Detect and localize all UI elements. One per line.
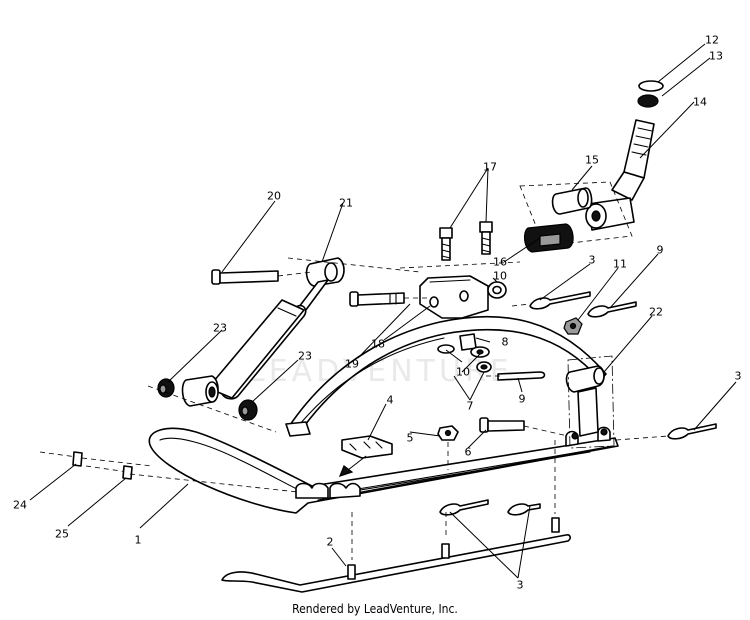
callout-4: 4 [386, 393, 394, 407]
cotter-pin-9-upper-part [587, 301, 637, 318]
nut-11-part [563, 317, 583, 335]
callout-2: 2 [326, 535, 334, 549]
wear-bar-part [221, 517, 571, 593]
cotter-pin-9-lower-part [486, 371, 546, 381]
hardware-8-10-part [437, 333, 492, 373]
callout-18: 18 [371, 337, 385, 351]
callout-19: 19 [345, 357, 359, 371]
bolts-17-part [439, 221, 493, 261]
cotter-pin-upper-part [511, 291, 591, 310]
callout-10b: 10 [456, 365, 470, 379]
bolt-24-part [39, 451, 153, 467]
bolt-25-part [85, 465, 299, 493]
bumper-4-part [341, 435, 393, 459]
ski-part [148, 426, 619, 514]
footer-credit: Rendered by LeadVenture, Inc. [292, 602, 458, 616]
callout-7: 7 [466, 399, 474, 413]
callout-3a: 3 [588, 253, 596, 267]
callout-9b: 9 [518, 392, 526, 406]
spindle-part [519, 80, 664, 247]
leaf-spring-part [285, 315, 607, 437]
callout-12: 12 [705, 33, 719, 47]
callout-15: 15 [585, 153, 599, 167]
callout-17: 17 [483, 160, 497, 174]
bolt-20-part [211, 269, 313, 285]
leader-lines [29, 43, 737, 579]
callout-21: 21 [339, 196, 353, 210]
bracket-18-part [399, 261, 521, 319]
shock-absorber-part [147, 257, 421, 433]
callout-3c: 3 [516, 578, 524, 592]
bolt-19-part [349, 291, 428, 307]
callout-3b: 3 [734, 369, 742, 383]
callout-8: 8 [501, 335, 509, 349]
shackle-22-part [565, 355, 615, 449]
ski-studs-part [351, 440, 556, 560]
cotter-pins-lower-part [439, 499, 541, 516]
callout-24: 24 [13, 498, 27, 512]
bushing-10-upper-part [487, 281, 507, 299]
callout-16: 16 [493, 255, 507, 269]
bolt-6-part [479, 417, 569, 437]
callout-23a: 23 [213, 321, 227, 335]
bushing-15-part [551, 187, 593, 215]
callout-25: 25 [55, 527, 69, 541]
callout-14: 14 [693, 95, 707, 109]
callout-9a: 9 [656, 243, 664, 257]
arrow-indicator [338, 455, 367, 477]
callout-10a: 10 [493, 269, 507, 283]
callout-6: 6 [464, 445, 472, 459]
liner-16-part [523, 223, 574, 253]
callout-1: 1 [134, 533, 142, 547]
callout-13: 13 [709, 49, 723, 63]
callout-22: 22 [649, 305, 663, 319]
nut-5-part [437, 425, 459, 470]
callout-20: 20 [267, 189, 281, 203]
callout-5: 5 [406, 431, 414, 445]
callout-23b: 23 [298, 349, 312, 363]
cotter-pin-right-part [615, 423, 717, 441]
callout-11: 11 [613, 257, 627, 271]
